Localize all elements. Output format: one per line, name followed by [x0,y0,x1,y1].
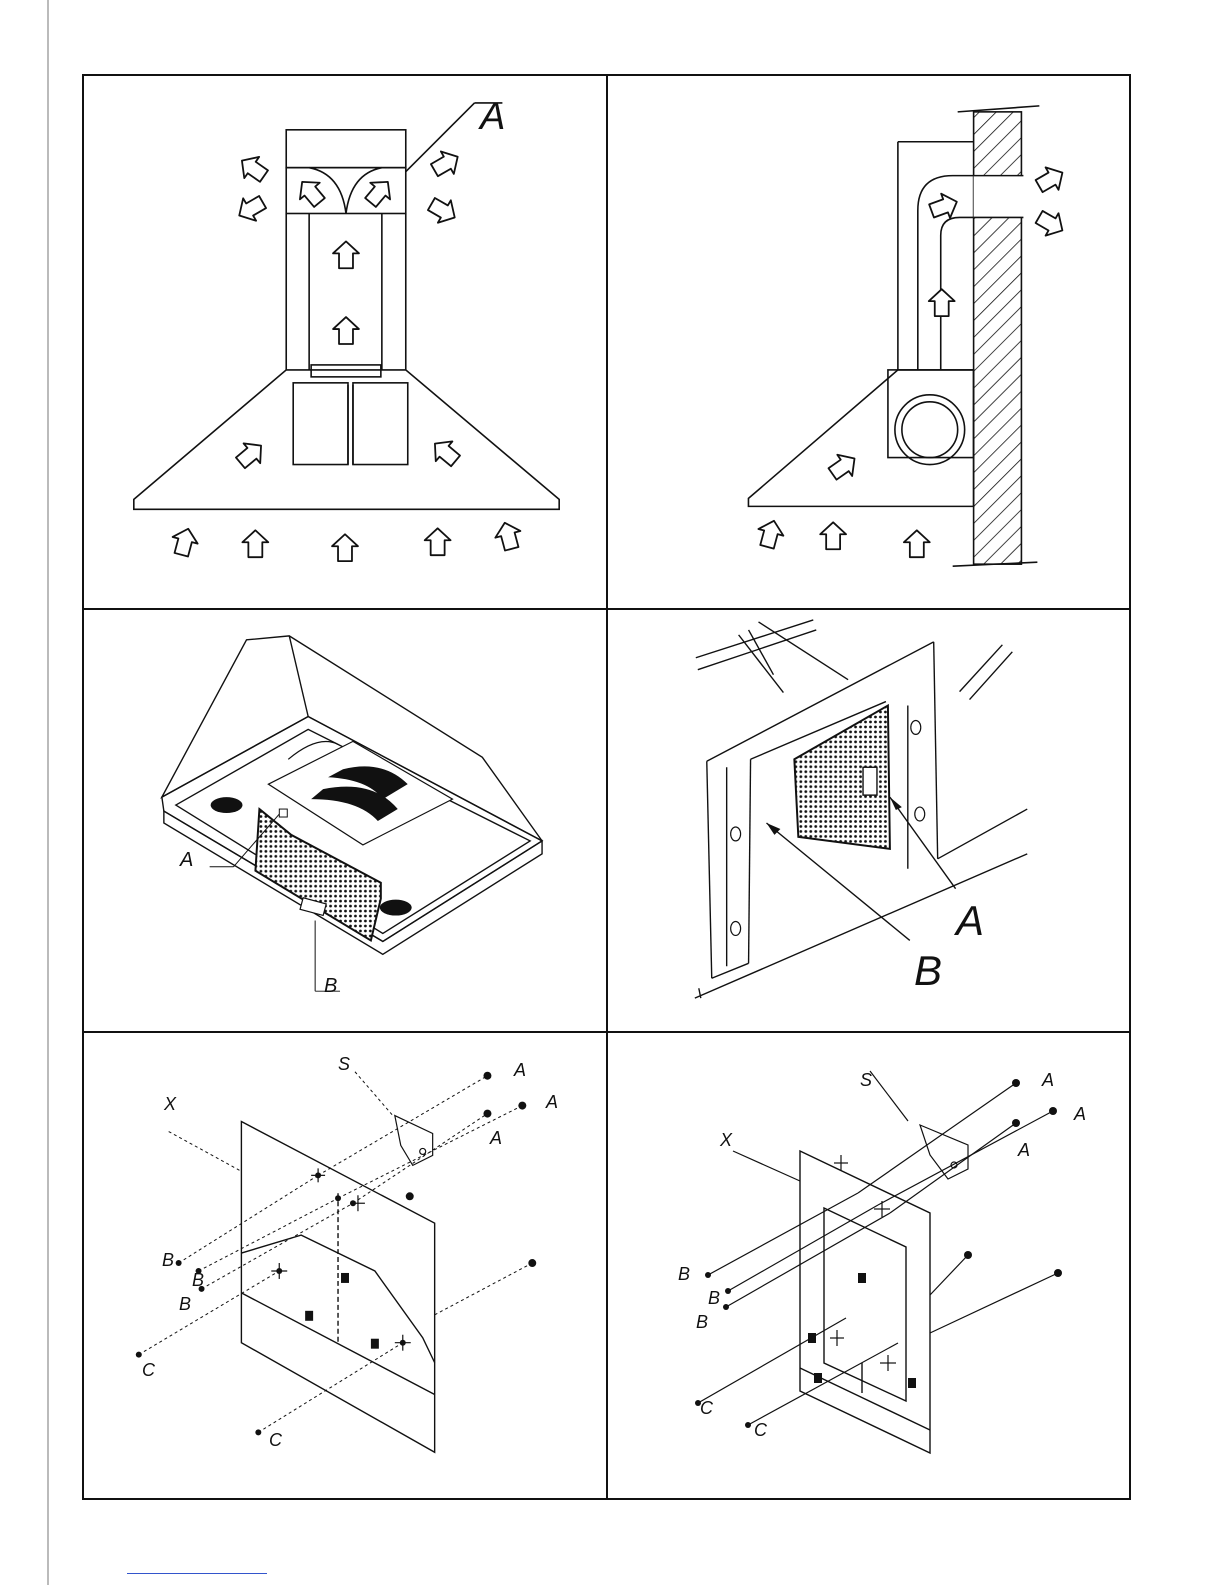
grease-filter-drawing [84,610,606,1031]
label-c1: C [700,1399,713,1417]
label-c2: C [754,1421,767,1439]
label-a: A [956,900,984,942]
label-x: X [164,1095,176,1113]
diagram-grid: A [82,74,1131,1500]
panel-ducted [608,76,1129,610]
label-a3: A [490,1129,502,1147]
label-b: B [324,976,337,996]
label-b2: B [192,1271,204,1289]
label-a2: A [546,1093,558,1111]
label-a: A [180,850,193,870]
label-a3: A [1018,1141,1030,1159]
recirculation-hood-drawing [84,76,606,608]
panel-mount-left: S X A A A B B B C C [84,1033,608,1498]
panel-mount-right: S X A A A B B B C C [608,1033,1129,1498]
filter-detail-drawing [608,610,1129,1031]
label-x: X [720,1131,732,1149]
label-b: B [914,950,942,992]
label-a1: A [514,1061,526,1079]
panel-filter-detail: A B [608,610,1129,1033]
page-margin-rule [47,0,49,1585]
label-s: S [860,1071,872,1089]
ducted-hood-drawing [608,76,1129,608]
label-b3: B [696,1313,708,1331]
label-a2: A [1074,1105,1086,1123]
footer-link-underline [127,1573,267,1574]
label-a1: A [1042,1071,1054,1089]
panel-recirculation: A [84,76,608,610]
label-b1: B [162,1251,174,1269]
label-b2: B [708,1289,720,1307]
label-a: A [480,98,505,136]
label-c1: C [142,1361,155,1379]
panel-grease-filter: A B [84,610,608,1033]
label-b1: B [678,1265,690,1283]
label-b3: B [179,1295,191,1313]
label-c2: C [269,1431,282,1449]
label-s: S [338,1055,350,1073]
